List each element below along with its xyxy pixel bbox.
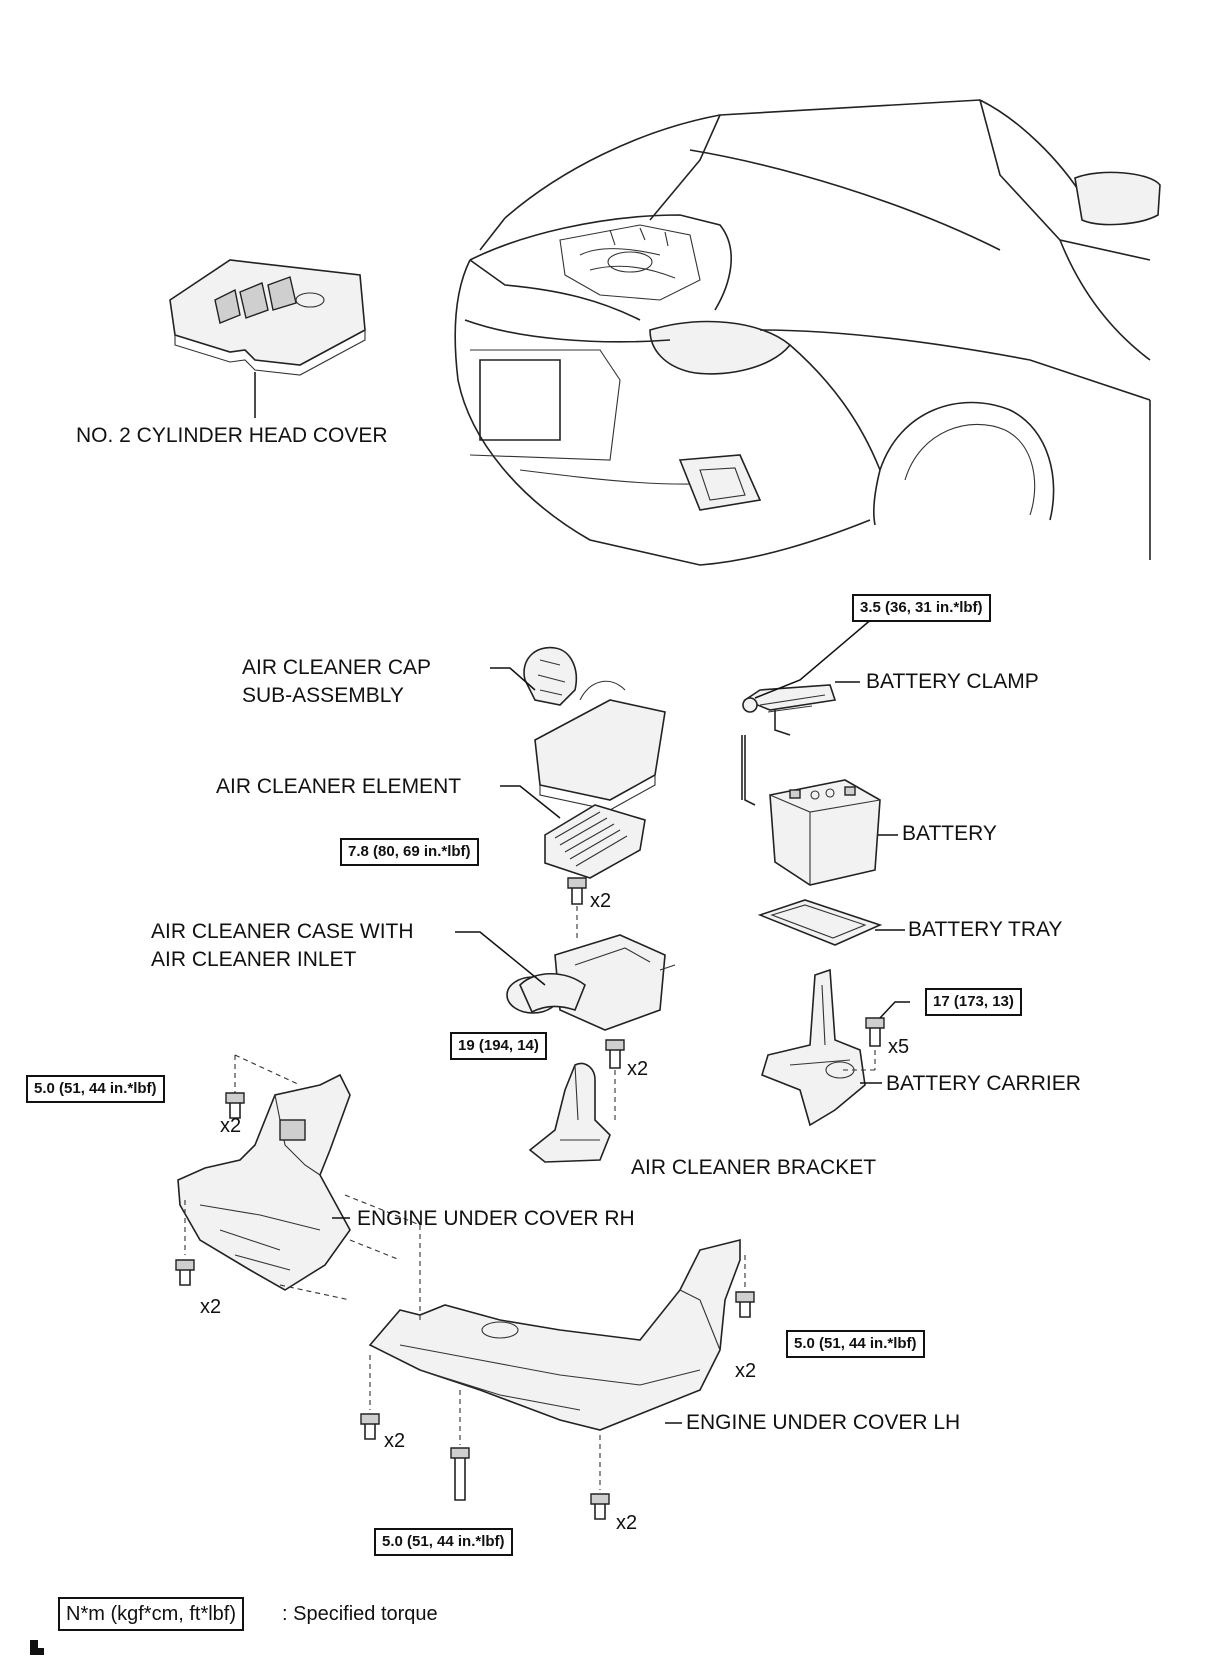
qty-rh-bottom-bolt: x2 bbox=[200, 1296, 222, 1318]
car-front-icon bbox=[454, 99, 1161, 566]
torque-battery-clamp: 3.5 (36, 31 in.*lbf) bbox=[852, 594, 991, 622]
label-air-cleaner-case-line2: AIR CLEANER INLET bbox=[151, 948, 357, 971]
torque-battery-carrier: 17 (173, 13) bbox=[925, 988, 1022, 1016]
label-air-cleaner-bracket: AIR CLEANER BRACKET bbox=[631, 1156, 877, 1179]
qty-rh-top-bolt: x2 bbox=[220, 1115, 242, 1137]
label-battery-carrier: BATTERY CARRIER bbox=[886, 1072, 1081, 1095]
bolt-icon bbox=[360, 1291, 755, 1520]
battery-tray-icon bbox=[757, 899, 905, 946]
engine-under-cover-rh-icon bbox=[177, 1054, 401, 1301]
legend-unit-box: N*m (kgf*cm, ft*lbf) bbox=[58, 1597, 245, 1631]
battery-icon bbox=[769, 779, 898, 886]
qty-lh-right-bolt: x2 bbox=[735, 1360, 757, 1382]
qty-bracket-bolt: x2 bbox=[627, 1058, 649, 1080]
qty-carrier-bolt: x5 bbox=[888, 1036, 910, 1058]
legend-description: : Specified torque bbox=[282, 1603, 438, 1625]
air-cleaner-element-icon bbox=[500, 785, 646, 879]
label-engine-under-cover-lh: ENGINE UNDER COVER LH bbox=[686, 1411, 961, 1434]
label-battery-clamp: BATTERY CLAMP bbox=[866, 670, 1039, 693]
bolt-icon bbox=[175, 1092, 245, 1286]
label-air-cleaner-cap-line1: AIR CLEANER CAP bbox=[242, 656, 432, 679]
engine-under-cover-lh-icon bbox=[368, 1238, 746, 1490]
cylinder-head-cover-icon bbox=[169, 259, 366, 418]
torque-air-cleaner-bracket: 19 (194, 14) bbox=[450, 1032, 547, 1060]
qty-element-bolt: x2 bbox=[590, 890, 612, 912]
label-air-cleaner-element: AIR CLEANER ELEMENT bbox=[216, 775, 462, 798]
label-engine-under-cover-rh: ENGINE UNDER COVER RH bbox=[357, 1207, 635, 1230]
battery-carrier-icon bbox=[761, 968, 882, 1127]
label-air-cleaner-cap-line2: SUB-ASSEMBLY bbox=[242, 684, 404, 707]
qty-lh-bottom-bolt: x2 bbox=[616, 1512, 638, 1534]
torque-air-cleaner-element: 7.8 (80, 69 in.*lbf) bbox=[340, 838, 479, 866]
bolt-icon bbox=[567, 877, 587, 940]
label-air-cleaner-case-line1: AIR CLEANER CASE WITH bbox=[151, 920, 414, 943]
label-battery-tray: BATTERY TRAY bbox=[908, 918, 1063, 941]
torque-under-cover-rh: 5.0 (51, 44 in.*lbf) bbox=[26, 1075, 165, 1103]
battery-clamp-icon bbox=[741, 611, 881, 806]
air-cleaner-case-icon bbox=[455, 931, 676, 1031]
torque-under-cover-lh-bottom: 5.0 (51, 44 in.*lbf) bbox=[374, 1528, 513, 1556]
label-cylinder-head-cover: NO. 2 CYLINDER HEAD COVER bbox=[76, 424, 388, 447]
torque-under-cover-lh-right: 5.0 (51, 44 in.*lbf) bbox=[786, 1330, 925, 1358]
corner-mark-icon bbox=[30, 1640, 44, 1655]
air-cleaner-bracket-icon bbox=[528, 1062, 611, 1163]
bolt-icon bbox=[840, 1001, 910, 1071]
qty-lh-left-bolt: x2 bbox=[384, 1430, 406, 1452]
bolt-icon bbox=[605, 1039, 625, 1120]
label-battery: BATTERY bbox=[902, 822, 997, 845]
